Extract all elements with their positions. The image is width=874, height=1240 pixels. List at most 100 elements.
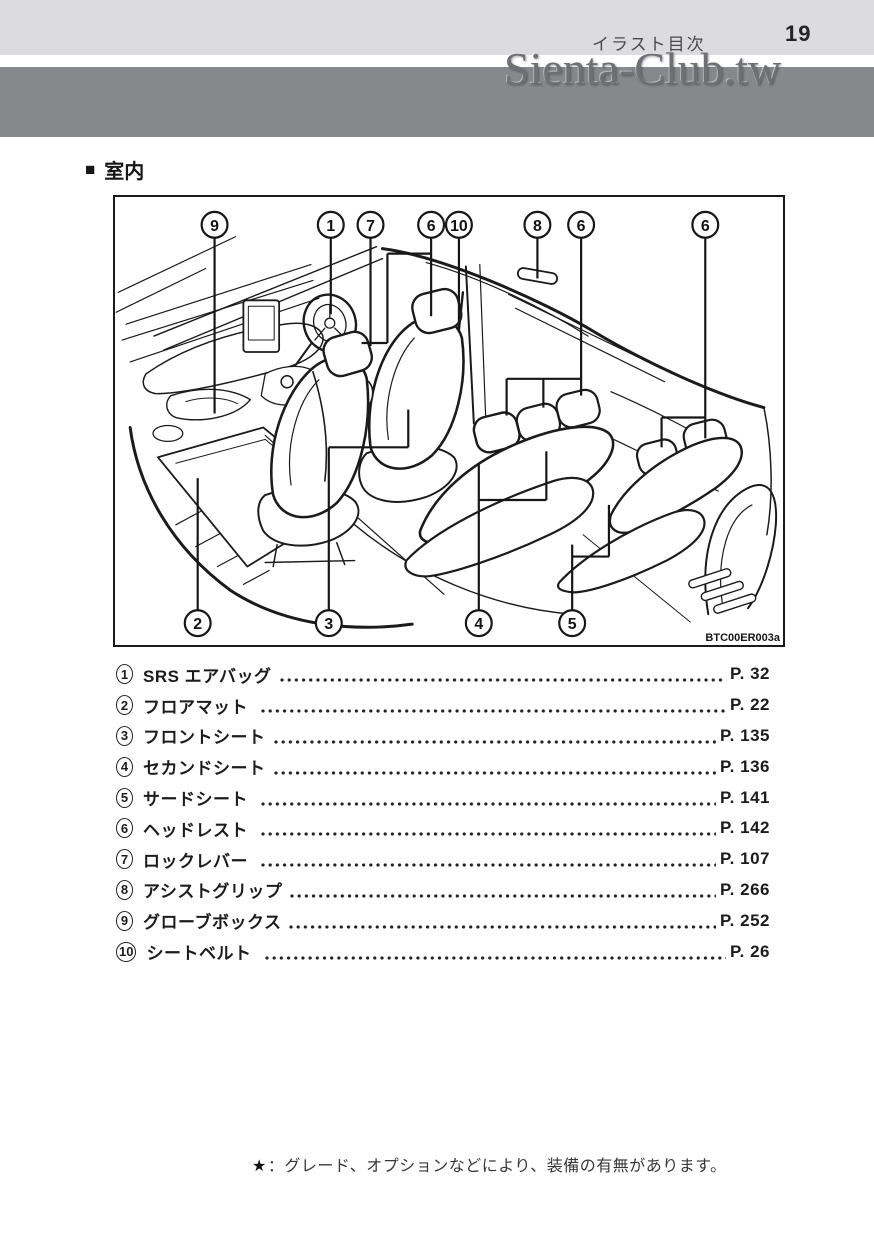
watermark: Sienta-Club.tw (504, 43, 782, 94)
item-page-ref: P. 141 (720, 787, 770, 807)
section-heading: ■ 室内 (85, 155, 144, 184)
figure-box: 9 1 7 6 10 8 6 6 2 3 4 5 BTC00ER003a (113, 195, 785, 647)
item-label: アシストグリップ (143, 882, 283, 902)
item-number-badge: 5 (116, 787, 133, 808)
svg-text:6: 6 (427, 218, 436, 235)
dot-leader (261, 709, 726, 714)
item-page-ref: P. 135 (720, 725, 770, 745)
item-number-badge: 10 (116, 941, 137, 962)
item-label: フロアマット (143, 697, 254, 717)
star-icon: ★ (252, 1158, 267, 1175)
callout-6: 6 (660, 210, 720, 448)
page-number: 19 (785, 21, 812, 46)
item-label: シートベルト (146, 944, 257, 964)
item-number-badge: 2 (116, 695, 133, 716)
item-number-badge: 1 (116, 664, 133, 685)
item-label: グローブボックス (143, 913, 282, 933)
callouts-layer: 9 1 7 6 10 8 6 6 2 3 4 5 (183, 210, 720, 638)
index-item: 2 フロアマット P. 22 (116, 690, 770, 721)
callout-9: 9 (200, 210, 229, 414)
dot-leader (273, 770, 717, 775)
callout-8: 8 (523, 210, 552, 279)
driver-seat (257, 330, 374, 568)
svg-text:3: 3 (324, 616, 333, 633)
second-row-seats (404, 388, 615, 578)
item-page-ref: P. 107 (720, 849, 770, 869)
header-band-dark (0, 67, 874, 137)
svg-text:6: 6 (701, 218, 710, 235)
index-item: 8 アシストグリップ P. 266 (116, 875, 770, 906)
item-page-ref: P. 252 (720, 910, 770, 930)
figure-code: BTC00ER003a (705, 632, 780, 644)
header-band-light (0, 0, 874, 55)
index-item: 5 サードシート P. 141 (116, 782, 770, 813)
car-interior-illustration: 9 1 7 6 10 8 6 6 2 3 4 5 (115, 210, 778, 638)
callout-5: 5 (558, 504, 611, 638)
dot-leader (290, 893, 717, 898)
item-page-ref: P. 22 (729, 695, 770, 715)
callout-3: 3 (314, 409, 410, 638)
item-label: フロントシート (143, 728, 266, 748)
item-page-ref: P. 136 (720, 756, 770, 776)
index-item: 6 ヘッドレスト P. 142 (116, 813, 770, 844)
item-number-badge: 6 (116, 818, 133, 839)
b-pillar (464, 263, 487, 425)
item-label: サードシート (143, 790, 254, 810)
wheel-arch (688, 484, 778, 616)
svg-text:1: 1 (326, 218, 335, 235)
callout-1: 1 (316, 210, 345, 315)
third-row-seats (556, 418, 743, 594)
index-item: 9 グローブボックス P. 252 (116, 905, 770, 936)
callout-6: 6 (505, 210, 596, 416)
callout-10: 10 (444, 210, 473, 333)
section-title: 室内 (104, 161, 145, 183)
dot-leader (261, 863, 717, 868)
item-number-badge: 9 (116, 910, 133, 931)
svg-text:9: 9 (210, 218, 219, 235)
section-marker: ■ (85, 160, 96, 179)
svg-text:8: 8 (533, 218, 542, 235)
callout-6: 6 (361, 210, 446, 345)
item-number-badge: 3 (116, 725, 133, 746)
item-label: セカンドシート (143, 759, 266, 779)
dot-leader (261, 832, 717, 837)
shift-knob (280, 375, 294, 389)
footnote: ★：グレード、オプションなどにより、装備の有無があります。 (252, 1152, 727, 1176)
footnote-text: ：グレード、オプションなどにより、装備の有無があります。 (267, 1158, 727, 1175)
svg-text:7: 7 (366, 218, 375, 235)
callout-7: 7 (356, 210, 385, 347)
item-label: SRS エアバッグ (143, 666, 272, 686)
svg-text:10: 10 (450, 218, 468, 235)
dashboard-group (121, 263, 324, 443)
item-label: ロックレバー (143, 851, 254, 871)
item-page-ref: P. 142 (720, 818, 770, 838)
index-item: 7 ロックレバー P. 107 (116, 844, 770, 875)
index-list: 1 SRS エアバッグ P. 32 2 フロアマット P. 22 3 フロントシート P. 1… (116, 659, 770, 967)
dot-leader (279, 678, 726, 683)
item-label: ヘッドレスト (143, 820, 254, 840)
item-number-badge: 7 (116, 849, 133, 870)
dot-leader (264, 955, 726, 960)
callout-2: 2 (183, 478, 212, 638)
item-page-ref: P. 32 (729, 664, 770, 684)
item-page-ref: P. 26 (729, 941, 770, 961)
display-screen (242, 299, 281, 353)
callout-4: 4 (464, 451, 548, 638)
svg-text:4: 4 (474, 616, 483, 633)
cup-holder (152, 424, 184, 443)
svg-text:2: 2 (193, 616, 202, 633)
dot-leader (273, 739, 717, 744)
item-number-badge: 8 (116, 879, 133, 900)
index-item: 3 フロントシート P. 135 (116, 721, 770, 752)
item-page-ref: P. 266 (720, 879, 770, 899)
item-number-badge: 4 (116, 756, 133, 777)
svg-text:6: 6 (577, 218, 586, 235)
index-item: 1 SRS エアバッグ P. 32 (116, 659, 770, 690)
index-item: 4 セカンドシート P. 136 (116, 751, 770, 782)
svg-text:5: 5 (568, 616, 577, 633)
header-title: イラスト目次 (592, 35, 706, 54)
dot-leader (261, 801, 717, 806)
index-item: 10 シートベルト P. 26 (116, 936, 770, 967)
glove-box (166, 388, 252, 421)
